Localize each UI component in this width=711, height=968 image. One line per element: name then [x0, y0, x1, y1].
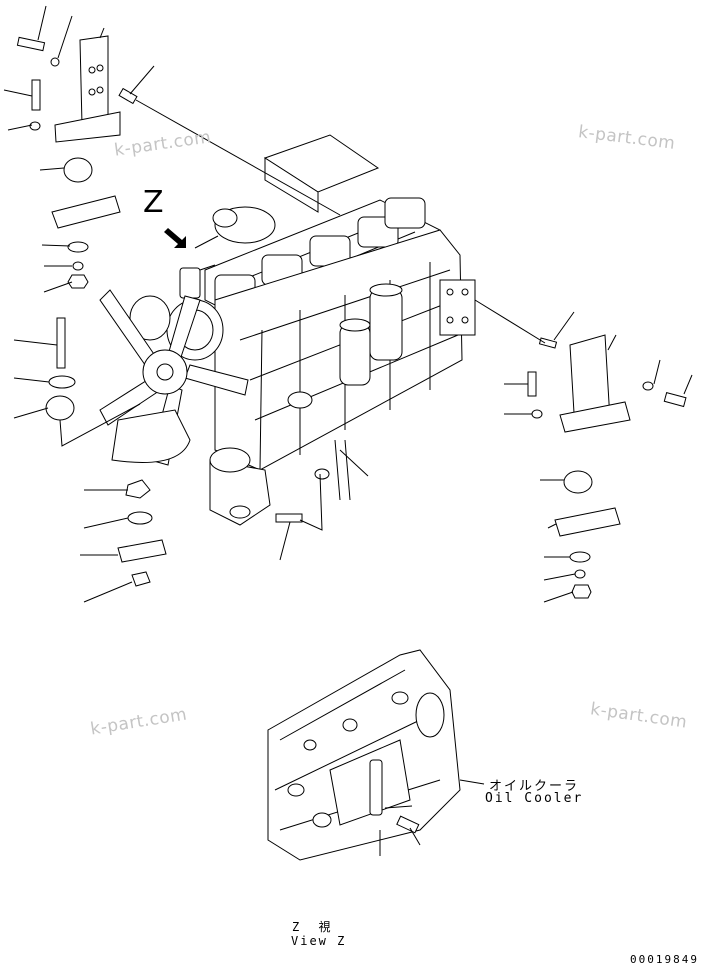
view-caption-en: View Z [291, 934, 347, 948]
oil-cooler-label-en: Oil Cooler [485, 791, 584, 806]
right-mount-parts [527, 334, 687, 599]
oil-cooler-label-jp: オイルクーラ [489, 779, 580, 794]
leader-lines [3, 5, 693, 603]
document-number: 00019849 [630, 953, 699, 966]
left-front-mount-parts [16, 35, 303, 587]
view-caption-jp: Z 視 [292, 920, 337, 934]
cooling-fan [99, 289, 249, 466]
view-z-detail [267, 649, 485, 861]
view-z-marker: Z [143, 185, 164, 220]
